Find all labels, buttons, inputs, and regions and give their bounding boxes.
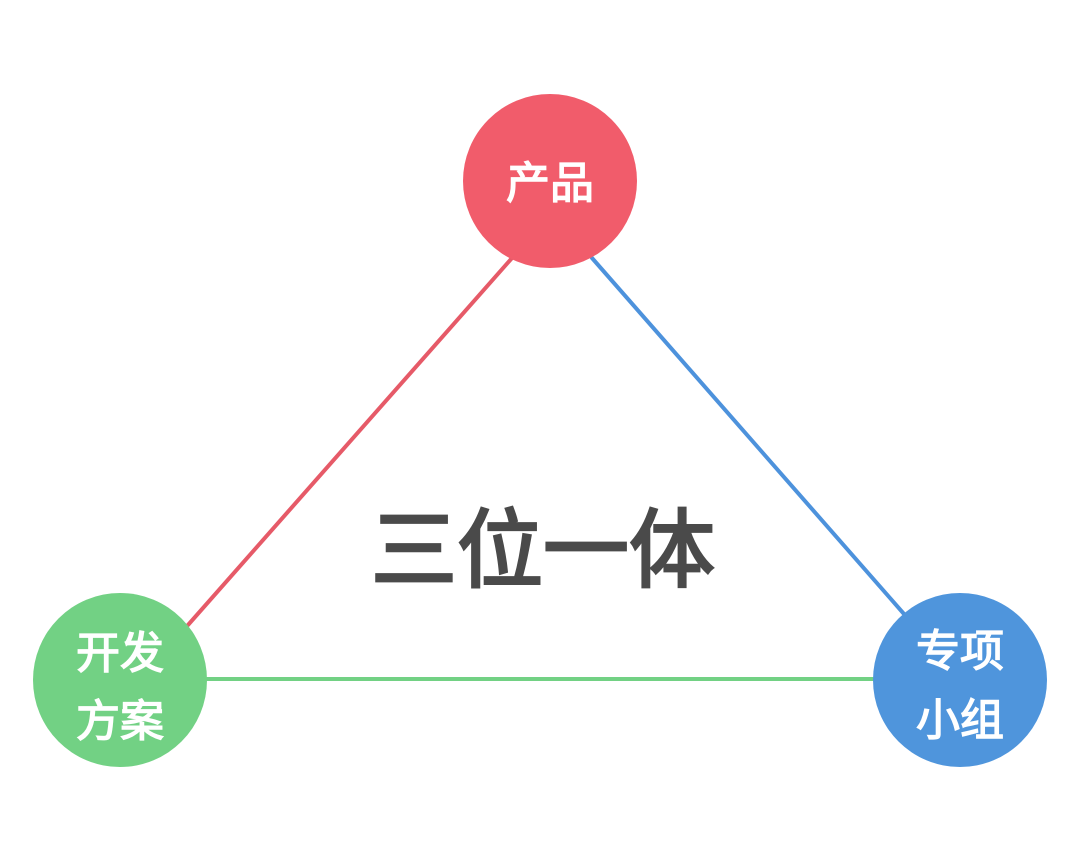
edge-product-to-task-group [590, 256, 906, 616]
node-product-label: 产品 [506, 158, 594, 209]
node-development-plan: 开发 方案 [33, 593, 207, 767]
node-task-group-label-line2: 小组 [916, 695, 1004, 746]
node-product-circle [463, 94, 637, 268]
node-product: 产品 [463, 94, 637, 268]
node-development-plan-label-line2: 方案 [76, 696, 165, 747]
node-development-plan-circle [33, 593, 207, 767]
node-task-group-circle [873, 593, 1047, 767]
edge-product-to-development [186, 256, 514, 627]
node-development-plan-label-line1: 开发 [76, 628, 164, 679]
node-task-group: 专项 小组 [873, 593, 1047, 767]
center-title: 三位一体 [371, 501, 715, 601]
node-task-group-label-line1: 专项 [916, 626, 1004, 677]
